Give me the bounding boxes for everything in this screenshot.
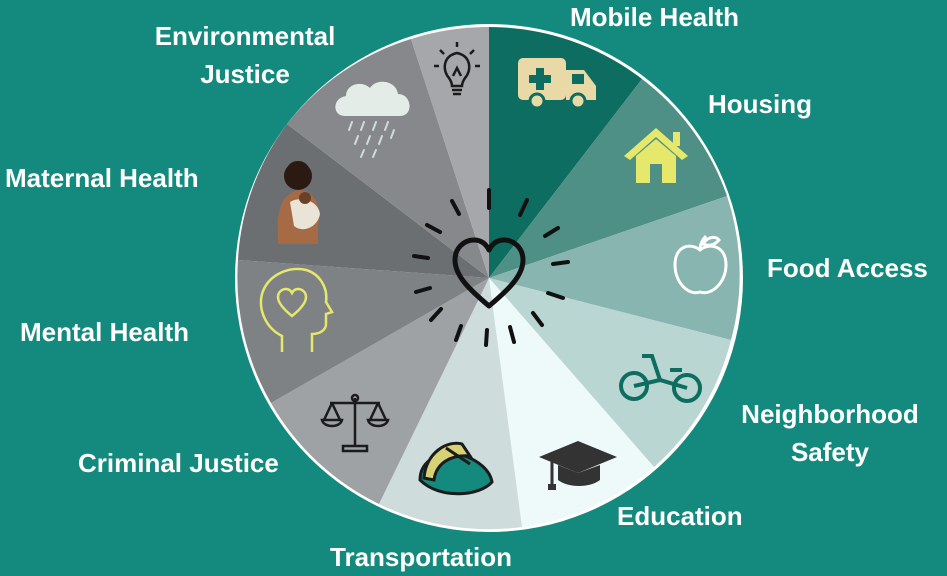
label-text-line-2: Justice bbox=[200, 59, 290, 89]
burst-lines bbox=[412, 188, 570, 347]
label-text: Food Access bbox=[767, 253, 928, 283]
label-text: Mental Health bbox=[20, 317, 190, 347]
segment-education[interactable] bbox=[489, 278, 654, 527]
bicycle-icon bbox=[619, 354, 702, 403]
label-transportation: Transportation bbox=[330, 538, 512, 576]
segment-innovation[interactable] bbox=[411, 26, 489, 278]
car-seat-icon bbox=[418, 441, 494, 496]
label-text: Housing bbox=[708, 89, 812, 119]
label-text: Maternal Health bbox=[5, 163, 199, 193]
segment-criminal-justice[interactable] bbox=[271, 278, 489, 504]
label-mental-health: Mental Health bbox=[20, 313, 189, 351]
segment-food-access[interactable] bbox=[489, 196, 740, 340]
label-text: Transportation bbox=[330, 542, 513, 572]
ambulance-icon bbox=[518, 58, 596, 110]
label-text: Education bbox=[617, 501, 743, 531]
label-text-line-2: Safety bbox=[790, 437, 870, 467]
label-neighborhood-safety: Neighborhood Safety bbox=[730, 395, 930, 471]
house-icon bbox=[624, 128, 688, 183]
mother-baby-icon bbox=[277, 161, 320, 244]
head-heart-icon bbox=[259, 267, 334, 352]
label-environmental-justice: Environmental Justice bbox=[140, 17, 350, 93]
label-food-access: Food Access bbox=[767, 249, 928, 287]
label-criminal-justice: Criminal Justice bbox=[78, 444, 279, 482]
rain-cloud-icon bbox=[335, 81, 410, 158]
label-education: Education bbox=[617, 497, 743, 535]
label-text: Criminal Justice bbox=[78, 448, 279, 478]
heart-icon bbox=[452, 237, 526, 309]
apple-icon bbox=[673, 234, 728, 295]
segment-housing[interactable] bbox=[489, 79, 727, 278]
label-text: Mobile Health bbox=[570, 2, 740, 32]
label-mobile-health: Mobile Health bbox=[570, 0, 739, 36]
label-text-line-1: Neighborhood bbox=[741, 399, 919, 429]
lightbulb-icon bbox=[434, 42, 480, 96]
label-housing: Housing bbox=[708, 85, 812, 123]
label-text-line-1: Environmental bbox=[154, 21, 336, 51]
segment-neighborhood-safety[interactable] bbox=[489, 278, 731, 467]
label-maternal-health: Maternal Health bbox=[5, 159, 199, 197]
graduation-cap-icon bbox=[539, 441, 617, 490]
scales-icon bbox=[320, 393, 390, 453]
segment-environmental-justice[interactable] bbox=[287, 39, 489, 278]
segment-mental-health[interactable] bbox=[237, 260, 489, 403]
